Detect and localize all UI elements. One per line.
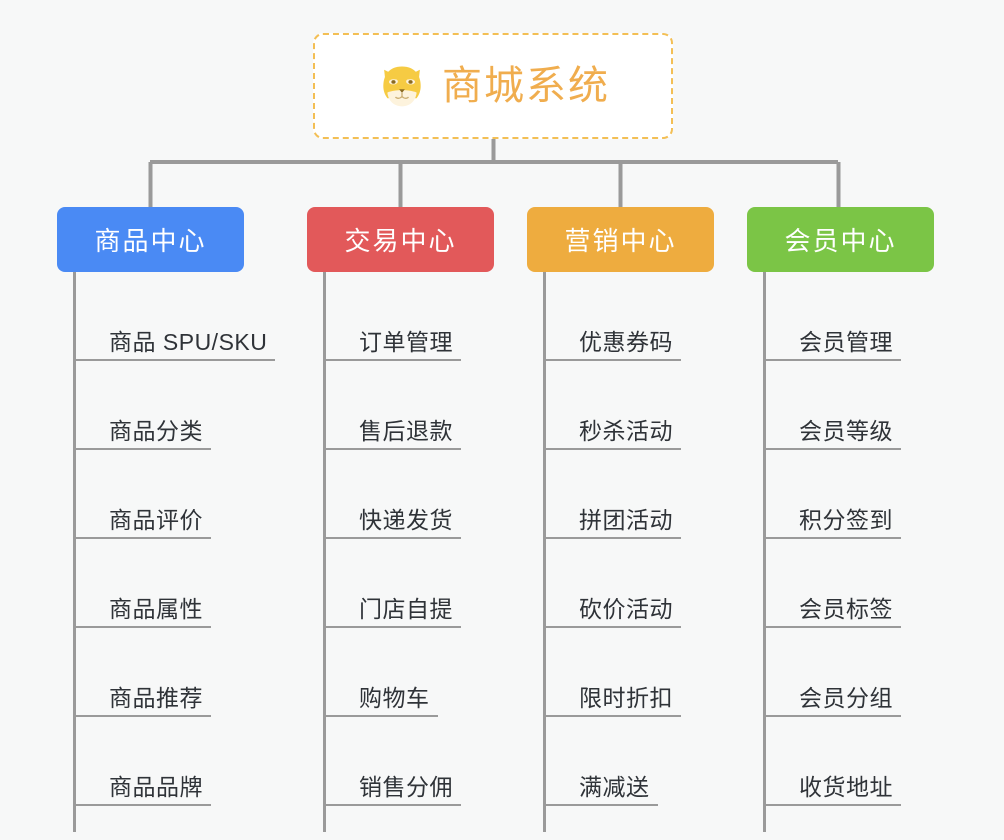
leaf-underline	[766, 448, 901, 450]
leaf-underline	[546, 715, 681, 717]
leaf-underline	[326, 359, 461, 361]
shiba-dog-icon	[383, 66, 421, 107]
leaf-underline	[546, 804, 658, 806]
leaf-underline	[326, 448, 461, 450]
leaf-underline	[766, 626, 901, 628]
leaf-underline	[326, 626, 461, 628]
leaf-underline	[76, 626, 211, 628]
category-label: 营销中心	[564, 226, 677, 256]
leaf-label: 优惠券码	[579, 329, 673, 355]
leaf-list-product-center: 商品 SPU/SKU 商品分类 商品评价 商品属性 商品推荐	[73, 272, 276, 832]
category-columns: 商品中心 商品 SPU/SKU 商品分类 商品评价 商品属性	[0, 207, 1004, 840]
column-product-center: 商品中心 商品 SPU/SKU 商品分类 商品评价 商品属性	[57, 207, 276, 832]
list-item[interactable]: 会员分组	[766, 628, 966, 717]
leaf-label: 会员分组	[799, 685, 893, 711]
list-item[interactable]: 收货地址	[766, 717, 966, 806]
column-member-center: 会员中心 会员管理 会员等级 积分签到 会员标签	[747, 207, 966, 832]
leaf-underline	[766, 359, 901, 361]
leaf-underline	[76, 537, 211, 539]
leaf-underline	[766, 537, 901, 539]
leaf-label: 快递发货	[359, 507, 453, 533]
list-item[interactable]: 商品属性	[76, 539, 276, 628]
leaf-label: 会员标签	[799, 596, 893, 622]
leaf-label: 商品评价	[109, 507, 203, 533]
leaf-label: 限时折扣	[579, 685, 673, 711]
leaf-label: 商品分类	[109, 418, 203, 444]
category-label: 会员中心	[784, 226, 897, 256]
leaf-list-trade-center: 订单管理 售后退款 快递发货 门店自提 购物车	[323, 272, 526, 832]
root-node-shop-system[interactable]: 商城系统	[313, 33, 673, 139]
leaf-label: 秒杀活动	[579, 418, 673, 444]
column-marketing-center: 营销中心 优惠券码 秒杀活动 拼团活动 砍价活动	[527, 207, 746, 832]
leaf-label: 销售分佣	[359, 774, 453, 800]
list-item[interactable]: 商品评价	[76, 450, 276, 539]
leaf-label: 售后退款	[359, 418, 453, 444]
list-item[interactable]: 会员标签	[766, 539, 966, 628]
category-box-trade-center[interactable]: 交易中心	[307, 207, 494, 272]
leaf-underline	[766, 804, 901, 806]
leaf-underline	[76, 715, 211, 717]
list-item[interactable]: 快递发货	[326, 450, 526, 539]
list-item[interactable]: 拼团活动	[546, 450, 746, 539]
list-item[interactable]: 会员管理	[766, 272, 966, 361]
list-item[interactable]: 商品品牌	[76, 717, 276, 806]
list-item[interactable]: 订单管理	[326, 272, 526, 361]
leaf-label: 会员等级	[799, 418, 893, 444]
leaf-label: 收货地址	[799, 774, 893, 800]
leaf-label: 会员管理	[799, 329, 893, 355]
list-item[interactable]: 商品 SPU/SKU	[76, 272, 276, 361]
leaf-underline	[326, 537, 461, 539]
leaf-underline	[546, 448, 681, 450]
leaf-list-marketing-center: 优惠券码 秒杀活动 拼团活动 砍价活动 限时折扣	[543, 272, 746, 832]
root-title: 商城系统	[442, 64, 610, 108]
leaf-underline	[546, 626, 681, 628]
leaf-underline	[76, 359, 276, 361]
leaf-label: 商品推荐	[109, 685, 203, 711]
list-item[interactable]: 砍价活动	[546, 539, 746, 628]
list-item[interactable]: 销售分佣	[326, 717, 526, 806]
list-item[interactable]: 秒杀活动	[546, 361, 746, 450]
leaf-label: 拼团活动	[579, 507, 673, 533]
leaf-underline	[546, 359, 681, 361]
leaf-label: 门店自提	[359, 596, 453, 622]
leaf-label: 商品 SPU/SKU	[109, 329, 268, 355]
leaf-underline	[76, 804, 211, 806]
list-item[interactable]: 积分签到	[766, 450, 966, 539]
list-item[interactable]: 商品推荐	[76, 628, 276, 717]
list-item[interactable]: 售后退款	[326, 361, 526, 450]
leaf-label: 购物车	[359, 685, 430, 711]
leaf-label: 订单管理	[359, 329, 453, 355]
list-item[interactable]: 商品分类	[76, 361, 276, 450]
leaf-underline	[766, 715, 901, 717]
leaf-underline	[326, 804, 461, 806]
column-trade-center: 交易中心 订单管理 售后退款 快递发货 门店自提	[307, 207, 526, 832]
category-box-marketing-center[interactable]: 营销中心	[527, 207, 714, 272]
leaf-label: 商品属性	[109, 596, 203, 622]
list-item[interactable]: 优惠券码	[546, 272, 746, 361]
leaf-label: 满减送	[579, 774, 650, 800]
leaf-underline	[546, 537, 681, 539]
leaf-label: 砍价活动	[579, 596, 673, 622]
list-item[interactable]: 满减送	[546, 717, 746, 806]
list-item[interactable]: 门店自提	[326, 539, 526, 628]
category-box-member-center[interactable]: 会员中心	[747, 207, 934, 272]
list-item[interactable]: 限时折扣	[546, 628, 746, 717]
list-item[interactable]: 会员等级	[766, 361, 966, 450]
leaf-label: 积分签到	[799, 507, 893, 533]
list-item[interactable]: 购物车	[326, 628, 526, 717]
category-box-product-center[interactable]: 商品中心	[57, 207, 244, 272]
category-label: 交易中心	[344, 226, 457, 256]
leaf-label: 商品品牌	[109, 774, 203, 800]
leaf-underline	[326, 715, 438, 717]
leaf-underline	[76, 448, 211, 450]
leaf-list-member-center: 会员管理 会员等级 积分签到 会员标签 会员分组	[763, 272, 966, 832]
category-label: 商品中心	[94, 226, 207, 256]
